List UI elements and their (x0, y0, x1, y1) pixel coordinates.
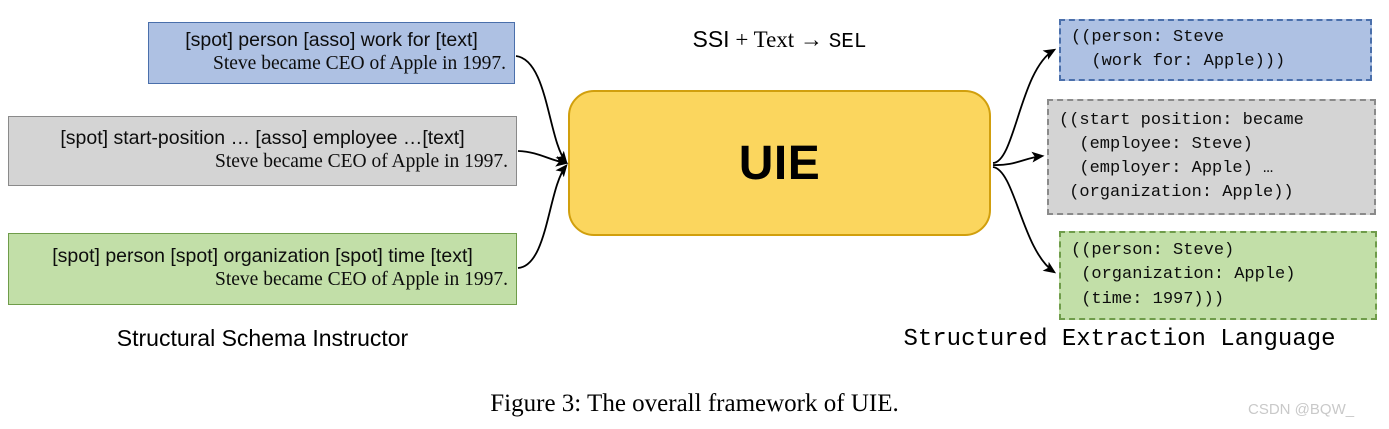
sel-line: (organization: Apple) (1071, 265, 1296, 285)
watermark: CSDN @BQW_ (1248, 401, 1355, 418)
ssi-input-box-2: [spot] start-position … [asso] employee … (8, 116, 517, 186)
sel-line: ((start position: became (1059, 110, 1304, 130)
formula-ssi: SSI (692, 26, 730, 52)
sel-line: (work for: Apple))) (1071, 52, 1286, 71)
formula-plus: + (729, 27, 754, 52)
arrow-output-3 (992, 166, 1057, 274)
uie-model-block: UIE (568, 90, 991, 236)
sel-line: ((person: Steve (1071, 27, 1225, 47)
ssi-schema-text-2: [spot] start-position … [asso] employee … (60, 126, 465, 149)
formula-sel: SEL (828, 31, 867, 54)
ssi-sentence-text-1: Steve became CEO of Apple in 1997. (213, 53, 506, 75)
ssi-sentence-text-2: Steve became CEO of Apple in 1997. (215, 151, 508, 173)
arrow-input-3 (517, 164, 568, 269)
ssi-input-box-1: [spot] person [asso] work for [text] Ste… (148, 22, 515, 84)
sel-line: (time: 1997))) (1071, 289, 1225, 309)
arrow-output-2 (992, 151, 1045, 166)
arrow-output-1 (992, 48, 1057, 164)
sel-line: (organization: Apple)) (1059, 183, 1294, 203)
ssi-sentence-text-3: Steve became CEO of Apple in 1997. (215, 269, 508, 291)
uie-model-label: UIE (738, 136, 821, 190)
sel-line: ((person: Steve) (1071, 241, 1235, 261)
ssi-input-box-3: [spot] person [spot] organization [spot]… (8, 233, 517, 305)
sel-output-box-1: ((person: Steve (work for: Apple))) (1059, 19, 1372, 81)
ssi-schema-text-3: [spot] person [spot] organization [spot]… (52, 244, 473, 267)
figure-caption: Figure 3: The overall framework of UIE. (490, 390, 899, 417)
sel-line: (employer: Apple) … (1059, 159, 1274, 178)
sel-output-box-2: ((start position: became (employee: Stev… (1047, 99, 1376, 215)
formula-text: Text (753, 27, 795, 52)
sel-output-box-3: ((person: Steve) (organization: Apple) (… (1059, 231, 1377, 320)
formula-label: SSI + Text → SEL (568, 26, 991, 54)
arrow-input-2 (517, 150, 569, 167)
formula-arrow-icon: → (794, 27, 829, 52)
sel-line: (employee: Steve) (1059, 134, 1253, 154)
sel-caption: Structured Extraction Language (903, 326, 1336, 353)
arrow-input-1 (515, 55, 568, 164)
ssi-schema-text-1: [spot] person [asso] work for [text] (185, 28, 478, 51)
ssi-caption: Structural Schema Instructor (116, 325, 409, 351)
